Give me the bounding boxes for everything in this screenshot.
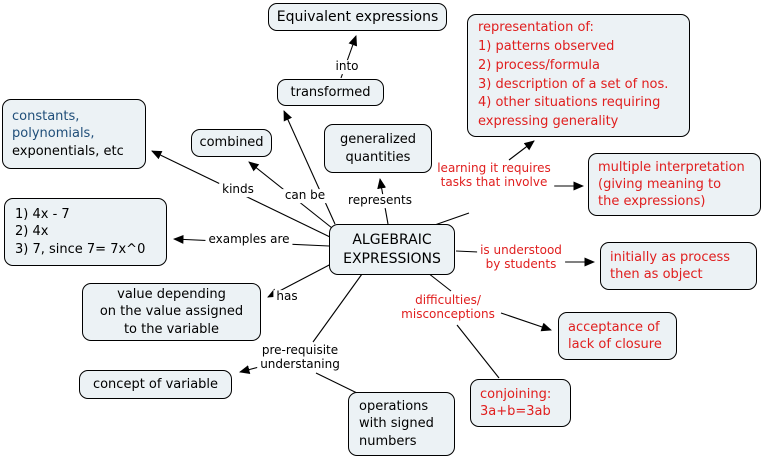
edge-center-prerequisite: [312, 273, 363, 343]
link-label-learning-requires[interactable]: learning it requires tasks that involve: [434, 161, 554, 190]
node-value-depending[interactable]: value depending on the value assigned to…: [82, 283, 261, 341]
node-conjoining[interactable]: conjoining: 3a+b=3ab: [470, 379, 571, 427]
link-label-has[interactable]: has: [273, 289, 301, 304]
node-generalized-quantities[interactable]: generalized quantities: [324, 124, 432, 173]
edge-center-difficulties: [427, 272, 452, 292]
edge-center-transformed: [283, 110, 336, 225]
constants-blue-text: constants, polynomials,: [12, 109, 95, 142]
edge-difficulties-acceptance: [500, 312, 552, 332]
link-label-kinds[interactable]: kinds: [219, 182, 257, 197]
edge-difficulties-conjoining: [456, 324, 500, 379]
link-label-represents[interactable]: represents: [345, 193, 415, 208]
edge-prerequisite-operations: [315, 372, 358, 394]
node-examples-list[interactable]: 1) 4x - 7 2) 4x 3) 7, since 7= 7x^0: [4, 198, 167, 266]
link-label-prerequisite-understanding[interactable]: pre-requisite understaning: [257, 343, 343, 372]
link-label-examples-are[interactable]: examples are: [205, 232, 293, 247]
node-multiple-interpretation[interactable]: multiple interpretation (giving meaning …: [588, 153, 761, 216]
node-transformed[interactable]: transformed: [277, 79, 384, 106]
constants-black-text: exponentials, etc: [12, 143, 124, 159]
link-label-can-be[interactable]: can be: [281, 188, 329, 203]
link-label-understood-by-students[interactable]: is understood by students: [477, 243, 565, 272]
edge-center-understood: [455, 250, 479, 253]
node-concept-of-variable[interactable]: concept of variable: [79, 370, 232, 399]
node-equivalent-expressions[interactable]: Equivalent expressions: [268, 3, 447, 31]
link-label-difficulties-misconceptions[interactable]: difficulties/ misconceptions: [398, 293, 498, 322]
node-algebraic-expressions[interactable]: ALGEBRAIC EXPRESSIONS: [329, 224, 455, 275]
link-label-into[interactable]: into: [332, 59, 362, 74]
node-acceptance-lack-closure[interactable]: acceptance of lack of closure: [558, 312, 677, 360]
node-initially-process-object[interactable]: initially as process then as object: [600, 242, 757, 290]
node-constants-polynomials[interactable]: constants, polynomials, exponentials, et…: [2, 99, 146, 169]
node-operations-signed-numbers[interactable]: operations with signed numbers: [348, 392, 455, 456]
edge-learning-representation: [508, 140, 535, 161]
node-representation-of[interactable]: representation of: 1) patterns observed …: [467, 14, 690, 137]
node-combined[interactable]: combined: [191, 129, 272, 157]
